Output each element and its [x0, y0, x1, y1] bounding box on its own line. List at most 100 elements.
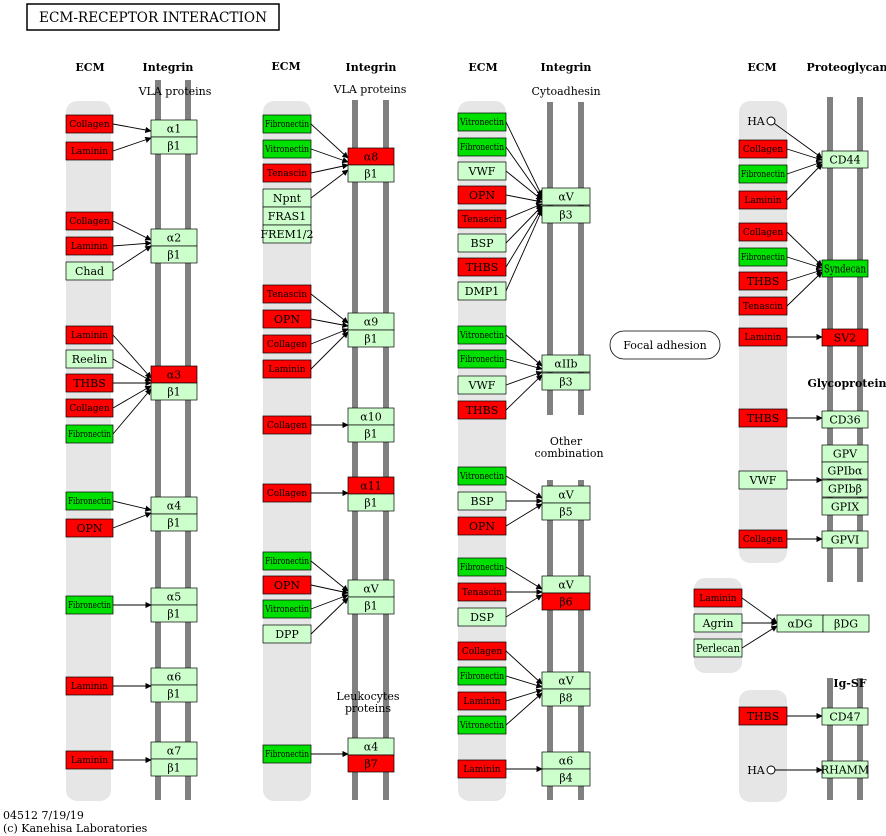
ligand-box[interactable] — [65, 114, 114, 134]
compound-ha-circle[interactable] — [766, 765, 776, 775]
ligand-box[interactable] — [262, 575, 312, 595]
receptor-box[interactable] — [821, 461, 869, 480]
ligand-box[interactable] — [65, 325, 114, 345]
ligand-box[interactable] — [738, 190, 788, 210]
receptor-box[interactable] — [347, 424, 395, 443]
receptor-box[interactable] — [821, 328, 869, 347]
receptor-box[interactable] — [347, 754, 395, 773]
ligand-box[interactable] — [457, 209, 507, 229]
ligand-box[interactable] — [262, 284, 312, 304]
receptor-box[interactable] — [541, 372, 591, 391]
ligand-box[interactable] — [262, 415, 312, 435]
ligand-box[interactable] — [738, 271, 788, 291]
ligand-box[interactable] — [457, 281, 507, 301]
receptor-box[interactable] — [150, 758, 198, 777]
ligand-box[interactable] — [738, 222, 788, 242]
receptor-box[interactable] — [821, 497, 869, 516]
ligand-box[interactable] — [65, 424, 114, 444]
receptor-box[interactable] — [541, 205, 591, 224]
ligand-box[interactable] — [457, 400, 507, 420]
receptor-box[interactable] — [541, 768, 591, 787]
receptor-box[interactable] — [821, 530, 869, 549]
ligand-box[interactable] — [457, 185, 507, 205]
receptor-box[interactable] — [347, 596, 395, 615]
receptor-box[interactable] — [347, 329, 395, 348]
ligand-box[interactable] — [457, 375, 507, 395]
ligand-box[interactable] — [262, 744, 312, 764]
ligand-box[interactable] — [65, 236, 114, 256]
receptor-box[interactable] — [541, 688, 591, 707]
ligand-box[interactable] — [65, 491, 114, 511]
ligand-box[interactable] — [693, 638, 743, 658]
ligand-box[interactable] — [457, 325, 507, 345]
receptor-box[interactable] — [541, 354, 591, 373]
ligand-box[interactable] — [262, 624, 312, 644]
ligand-box[interactable] — [457, 112, 507, 132]
receptor-box[interactable] — [150, 382, 198, 401]
ligand-box[interactable] — [457, 516, 507, 536]
ligand-box[interactable] — [457, 466, 507, 486]
ligand-box[interactable] — [738, 247, 788, 267]
ligand-box[interactable] — [65, 595, 114, 615]
ligand-box[interactable] — [738, 529, 788, 549]
ligand-box[interactable] — [457, 666, 507, 686]
receptor-box[interactable] — [347, 493, 395, 512]
ligand-box[interactable] — [65, 676, 114, 696]
receptor-box[interactable] — [541, 592, 591, 611]
receptor-box[interactable] — [541, 187, 591, 206]
receptor-box[interactable] — [821, 410, 869, 429]
receptor-box[interactable] — [821, 479, 869, 498]
ligand-box[interactable] — [738, 139, 788, 159]
receptor-box[interactable] — [821, 760, 869, 779]
ligand-box[interactable] — [738, 327, 788, 347]
ligand-box[interactable] — [65, 349, 114, 369]
ligand-box[interactable] — [65, 261, 114, 281]
ligand-box[interactable] — [65, 398, 114, 418]
ligand-box[interactable] — [738, 470, 788, 490]
ligand-box[interactable] — [457, 233, 507, 253]
ligand-box[interactable] — [457, 641, 507, 661]
receptor-box[interactable] — [150, 245, 198, 264]
receptor-box[interactable] — [822, 614, 870, 633]
receptor-box[interactable] — [821, 707, 869, 726]
ligand-box[interactable] — [65, 373, 114, 393]
ligand-box[interactable] — [457, 491, 507, 511]
ligand-box[interactable] — [262, 599, 312, 619]
focal-adhesion-link[interactable] — [609, 330, 721, 360]
ligand-box[interactable] — [65, 750, 114, 770]
ligand-box[interactable] — [457, 257, 507, 277]
ligand-box[interactable] — [693, 588, 743, 608]
ligand-box[interactable] — [738, 296, 788, 316]
ligand-box[interactable] — [457, 582, 507, 602]
ligand-box[interactable] — [262, 224, 312, 244]
ligand-box[interactable] — [457, 161, 507, 181]
receptor-box[interactable] — [150, 513, 198, 532]
ligand-box[interactable] — [738, 706, 788, 726]
ligand-box[interactable] — [457, 607, 507, 627]
ligand-box[interactable] — [738, 164, 788, 184]
ligand-box[interactable] — [457, 349, 507, 369]
ligand-box[interactable] — [693, 613, 743, 633]
ligand-box[interactable] — [262, 163, 312, 183]
ligand-box[interactable] — [457, 557, 507, 577]
receptor-box[interactable] — [150, 604, 198, 623]
ligand-box[interactable] — [262, 139, 312, 159]
ligand-box[interactable] — [457, 137, 507, 157]
ligand-box[interactable] — [262, 334, 312, 354]
ligand-box[interactable] — [457, 691, 507, 711]
receptor-box[interactable] — [821, 150, 869, 169]
compound-ha-circle[interactable] — [766, 116, 776, 126]
ligand-box[interactable] — [262, 551, 312, 571]
ligand-box[interactable] — [65, 211, 114, 231]
ligand-box[interactable] — [738, 408, 788, 428]
ligand-box[interactable] — [65, 141, 114, 161]
receptor-box[interactable] — [150, 684, 198, 703]
ligand-box[interactable] — [65, 518, 114, 538]
ligand-box[interactable] — [457, 759, 507, 779]
receptor-box[interactable] — [150, 136, 198, 155]
ligand-box[interactable] — [262, 309, 312, 329]
ligand-box[interactable] — [262, 114, 312, 134]
receptor-box[interactable] — [541, 502, 591, 521]
ligand-box[interactable] — [457, 715, 507, 735]
ligand-box[interactable] — [262, 483, 312, 503]
